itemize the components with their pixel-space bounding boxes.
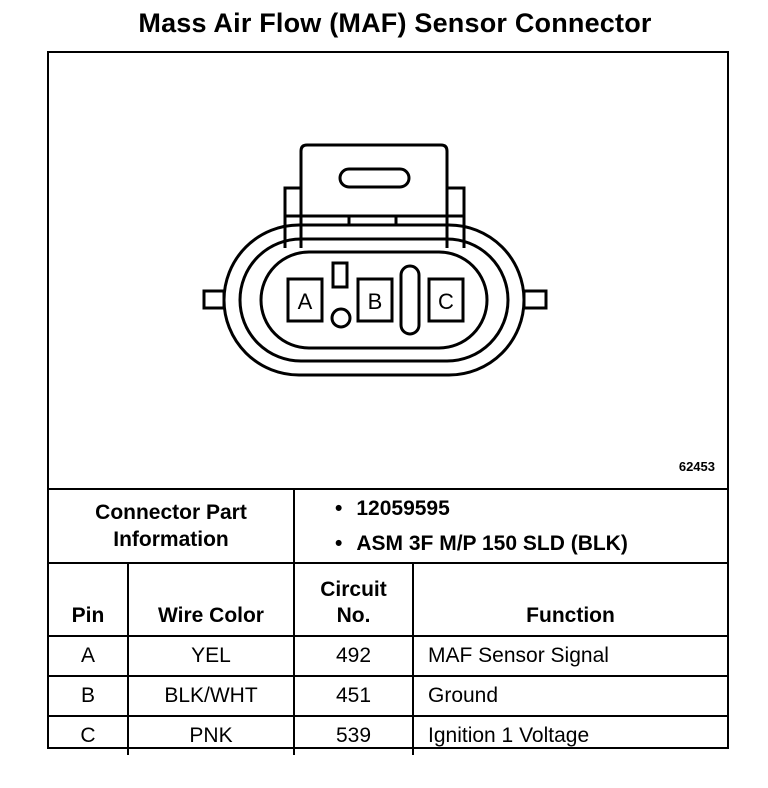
table-row: A YEL 492 MAF Sensor Signal xyxy=(49,635,727,677)
polarizing-hole xyxy=(330,307,352,329)
figure-number: 62453 xyxy=(678,459,715,474)
pin-a-cavity xyxy=(286,277,324,323)
header-pin: Pin xyxy=(49,562,129,637)
latch-shoulders xyxy=(283,186,466,248)
header-wire-color: Wire Color xyxy=(127,562,295,637)
connector-icon: A B C xyxy=(202,143,548,377)
table-header-row: Pin Wire Color Circuit No. Function xyxy=(49,562,727,637)
part-number: 12059595 xyxy=(335,491,727,526)
pin-b-label: B xyxy=(368,289,383,314)
latch-slot xyxy=(338,167,411,189)
cell-pin: A xyxy=(49,635,129,677)
pin-b-cavity xyxy=(356,277,394,323)
cell-circuit: 492 xyxy=(293,635,414,677)
cell-function: Ignition 1 Voltage xyxy=(412,715,727,755)
cell-pin: C xyxy=(49,715,129,755)
pinout-table: Connector Part Information 12059595 ASM … xyxy=(49,490,727,755)
connector-chart: A B C 62453 Connector Part Information 1… xyxy=(47,51,729,755)
cell-wire-color: PNK xyxy=(127,715,295,755)
cell-function: MAF Sensor Signal xyxy=(412,635,727,677)
connector-inner-wall xyxy=(238,237,510,363)
table-row: B BLK/WHT 451 Ground xyxy=(49,675,727,717)
header-function: Function xyxy=(412,562,727,637)
pin-c-cavity xyxy=(427,277,465,323)
connector-info-list: 12059595 ASM 3F M/P 150 SLD (BLK) xyxy=(293,490,727,564)
connector-info-row: Connector Part Information 12059595 ASM … xyxy=(49,490,727,564)
header-circuit: Circuit No. xyxy=(293,562,414,637)
latch-housing xyxy=(299,143,449,248)
right-ear xyxy=(522,289,548,310)
pin-a-label: A xyxy=(298,289,313,314)
key-slot xyxy=(331,261,349,289)
part-description: ASM 3F M/P 150 SLD (BLK) xyxy=(335,526,727,561)
cell-pin: B xyxy=(49,675,129,717)
connector-figure: A B C 62453 xyxy=(49,53,727,490)
connector-cavity xyxy=(259,250,489,350)
cell-wire-color: YEL xyxy=(127,635,295,677)
page-title: Mass Air Flow (MAF) Sensor Connector xyxy=(138,8,652,38)
cell-function: Ground xyxy=(412,675,727,717)
locking-rib xyxy=(399,264,421,336)
cell-wire-color: BLK/WHT xyxy=(127,675,295,717)
cell-circuit: 539 xyxy=(293,715,414,755)
table-row: C PNK 539 Ignition 1 Voltage xyxy=(49,715,727,755)
left-ear xyxy=(202,289,226,310)
connector-info-label: Connector Part Information xyxy=(49,490,295,564)
cell-circuit: 451 xyxy=(293,675,414,717)
pin-c-label: C xyxy=(438,289,454,314)
